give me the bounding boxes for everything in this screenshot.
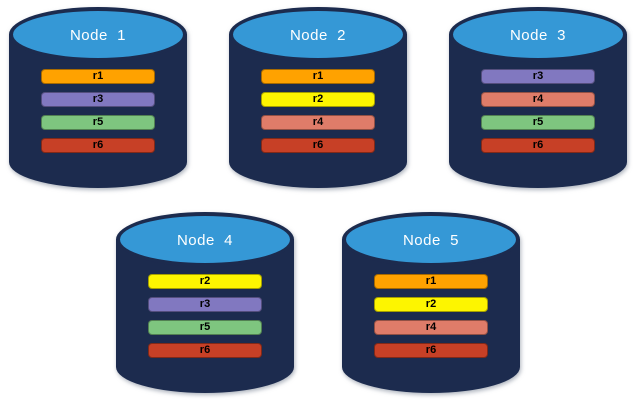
replica-bar-r6: r6 [41, 138, 155, 153]
replica-list: r1 r3 r5 r6 [41, 69, 155, 153]
node-title: Node 1 [69, 27, 127, 44]
replica-bar-r1: r1 [261, 69, 375, 84]
node-cylinder: Node 5 r1 r2 r4 r6 [342, 212, 520, 393]
replica-bar-r1: r1 [41, 69, 155, 84]
node-cylinder: Node 2 r1 r2 r4 r6 [229, 7, 407, 188]
cylinder-shape: Node 3 [449, 7, 627, 188]
node-title: Node 4 [176, 232, 234, 249]
node-row-bottom: Node 4 r2 r3 r5 r6 Node 5 r1 r2 r4 r6 [0, 212, 636, 393]
replica-bar-r3: r3 [481, 69, 595, 84]
cylinder-top-ellipse: Node 5 [342, 212, 520, 267]
replica-bar-r4: r4 [374, 320, 488, 335]
node-title: Node 2 [289, 27, 347, 44]
replica-bar-r6: r6 [481, 138, 595, 153]
cylinder-shape: Node 4 [116, 212, 294, 393]
node-title: Node 5 [402, 232, 460, 249]
replica-bar-r2: r2 [374, 297, 488, 312]
replica-bar-r5: r5 [41, 115, 155, 130]
cylinder-top-ellipse: Node 4 [116, 212, 294, 267]
replica-list: r2 r3 r5 r6 [148, 274, 262, 358]
replica-bar-r4: r4 [481, 92, 595, 107]
replica-list: r1 r2 r4 r6 [374, 274, 488, 358]
cylinder-shape: Node 1 [9, 7, 187, 188]
replica-list: r1 r2 r4 r6 [261, 69, 375, 153]
replica-bar-r6: r6 [374, 343, 488, 358]
node-row-top: Node 1 r1 r3 r5 r6 Node 2 r1 r2 r4 r6 Node 3 r… [0, 7, 636, 188]
node-title: Node 3 [509, 27, 567, 44]
replica-bar-r2: r2 [148, 274, 262, 289]
cylinder-top-ellipse: Node 2 [229, 7, 407, 62]
replica-bar-r6: r6 [261, 138, 375, 153]
node-cylinder: Node 1 r1 r3 r5 r6 [9, 7, 187, 188]
cylinder-top-ellipse: Node 1 [9, 7, 187, 62]
replica-bar-r6: r6 [148, 343, 262, 358]
replica-bar-r2: r2 [261, 92, 375, 107]
replica-list: r3 r4 r5 r6 [481, 69, 595, 153]
replica-bar-r4: r4 [261, 115, 375, 130]
node-cylinder: Node 3 r3 r4 r5 r6 [449, 7, 627, 188]
cylinder-top-ellipse: Node 3 [449, 7, 627, 62]
node-cylinder: Node 4 r2 r3 r5 r6 [116, 212, 294, 393]
cylinder-shape: Node 2 [229, 7, 407, 188]
cylinder-shape: Node 5 [342, 212, 520, 393]
replica-bar-r5: r5 [481, 115, 595, 130]
replica-bar-r3: r3 [148, 297, 262, 312]
replica-bar-r3: r3 [41, 92, 155, 107]
replica-bar-r5: r5 [148, 320, 262, 335]
replica-bar-r1: r1 [374, 274, 488, 289]
